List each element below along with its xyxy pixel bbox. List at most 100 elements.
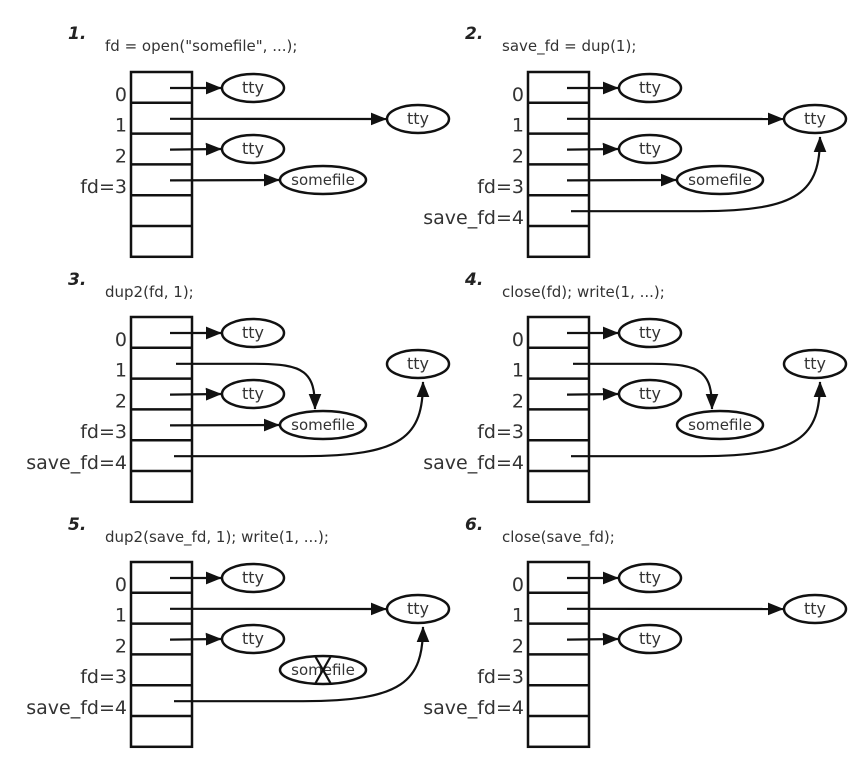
file-node-label: somefile <box>688 171 752 189</box>
pointer-arrow <box>174 381 430 458</box>
file-node-ellipse <box>617 317 683 349</box>
file-node-tty0: tty <box>220 317 286 349</box>
step-number: 2. <box>465 24 483 44</box>
step-number: 6. <box>465 515 483 535</box>
file-node-ellipse <box>220 562 286 594</box>
panel-step-5: 5.dup2(save_fd, 1); write(1, ...);012fd=… <box>26 515 451 749</box>
file-node-somefile: somefile <box>278 164 368 196</box>
panel-step-1: 1.fd = open("somefile", ...);012fd=3ttyt… <box>68 24 451 259</box>
pointer-arrow <box>571 381 827 458</box>
file-node-label: somefile <box>291 171 355 189</box>
file-node-tty2: tty <box>617 133 683 165</box>
step-number: 1. <box>68 24 86 44</box>
fd-label: 2 <box>512 390 524 412</box>
fd-label: fd=3 <box>80 421 127 443</box>
pointer-arrow <box>174 626 430 703</box>
panel-step-3: 3.dup2(fd, 1);012fd=3save_fd=4ttyttyttys… <box>26 270 451 504</box>
file-node-label: tty <box>804 354 826 373</box>
step-number: 5. <box>68 515 86 535</box>
pointer-arrow <box>566 632 619 646</box>
file-node-tty0: tty <box>617 562 683 594</box>
file-node-ellipse <box>675 409 765 441</box>
file-node-ellipse <box>278 409 368 441</box>
file-node-label: tty <box>242 568 264 587</box>
pointer-arrow <box>566 387 619 401</box>
fd-label: 0 <box>512 84 524 106</box>
fd-label: 1 <box>115 605 127 627</box>
file-node-tty2: tty <box>220 378 286 410</box>
fd-label: 1 <box>512 605 524 627</box>
file-node-ellipse <box>278 164 368 196</box>
step-number: 3. <box>68 270 86 290</box>
fd-label: 2 <box>115 390 127 412</box>
file-node-ellipse <box>220 378 286 410</box>
fd-label: 1 <box>115 115 127 137</box>
file-node-tty0: tty <box>220 562 286 594</box>
file-node-ellipse <box>782 103 848 135</box>
fd-label: 0 <box>115 329 127 351</box>
file-node-ellipse <box>385 103 451 135</box>
fd-label: 2 <box>512 145 524 167</box>
file-node-somefile: somefile <box>278 654 368 686</box>
cross-out-mark <box>314 655 332 685</box>
fd-label: save_fd=4 <box>423 207 524 229</box>
file-node-label: tty <box>639 139 661 158</box>
fd-label: fd=3 <box>80 666 127 688</box>
step-number: 4. <box>464 270 483 290</box>
file-node-tty0: tty <box>617 317 683 349</box>
fd-label: 0 <box>115 84 127 106</box>
file-node-label: tty <box>639 323 661 342</box>
file-node-label: tty <box>639 568 661 587</box>
file-node-label: tty <box>804 109 826 128</box>
file-node-ellipse <box>220 72 286 104</box>
file-node-ellipse <box>385 348 451 380</box>
file-node-tty1: tty <box>385 348 451 380</box>
fd-label: 0 <box>115 574 127 596</box>
code-statement: close(save_fd); <box>502 528 615 547</box>
file-node-tty1: tty <box>782 348 848 380</box>
file-node-ellipse <box>617 562 683 594</box>
fd-label: save_fd=4 <box>26 697 127 719</box>
pointer-arrow <box>571 136 827 213</box>
file-node-label: tty <box>242 323 264 342</box>
file-node-label: tty <box>242 78 264 97</box>
file-node-label: tty <box>639 629 661 648</box>
pointer-arrow <box>566 142 619 156</box>
file-node-somefile: somefile <box>675 164 765 196</box>
fd-label: fd=3 <box>80 176 127 198</box>
file-node-label: tty <box>407 599 429 618</box>
panel-step-6: 6.close(save_fd);012fd=3save_fd=4ttyttyt… <box>423 515 848 749</box>
file-node-tty2: tty <box>617 378 683 410</box>
fd-label: 0 <box>512 574 524 596</box>
fd-label: 2 <box>512 635 524 657</box>
fd-label: fd=3 <box>477 421 524 443</box>
file-node-ellipse <box>220 623 286 655</box>
fd-label: 2 <box>115 635 127 657</box>
file-node-ellipse <box>220 133 286 165</box>
code-statement: fd = open("somefile", ...); <box>105 37 297 55</box>
file-node-ellipse <box>617 133 683 165</box>
file-node-ellipse <box>782 593 848 625</box>
pointer-arrow <box>176 362 322 410</box>
pointer-arrow <box>573 362 719 410</box>
fd-label: 1 <box>512 115 524 137</box>
fd-label: 0 <box>512 329 524 351</box>
code-statement: close(fd); write(1, ...); <box>502 283 665 301</box>
fd-label: save_fd=4 <box>26 452 127 474</box>
file-node-label: tty <box>242 629 264 648</box>
file-node-ellipse <box>782 348 848 380</box>
fd-label: fd=3 <box>477 666 524 688</box>
pointer-arrow <box>169 142 222 156</box>
file-node-somefile: somefile <box>675 409 765 441</box>
pointer-arrow <box>169 632 222 646</box>
file-node-label: somefile <box>688 416 752 434</box>
file-node-tty2: tty <box>220 623 286 655</box>
file-node-ellipse <box>617 72 683 104</box>
file-node-label: tty <box>407 109 429 128</box>
file-node-tty2: tty <box>220 133 286 165</box>
file-node-tty1: tty <box>782 103 848 135</box>
fd-label: save_fd=4 <box>423 452 524 474</box>
file-node-tty1: tty <box>385 593 451 625</box>
file-node-tty2: tty <box>617 623 683 655</box>
